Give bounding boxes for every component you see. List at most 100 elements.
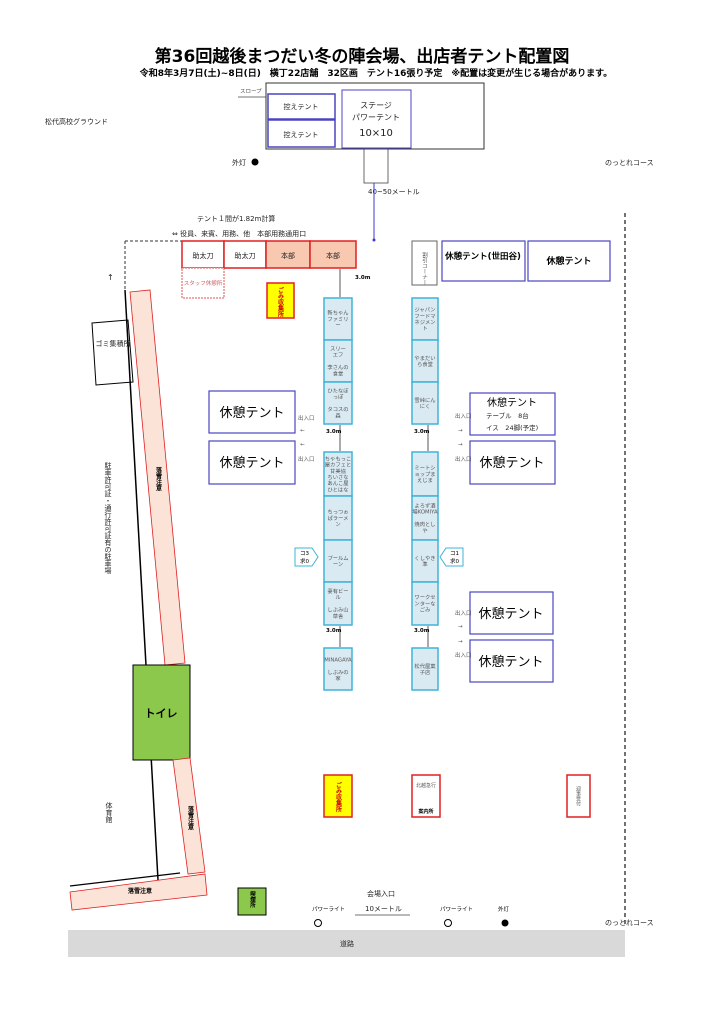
gym-label: 体育館: [105, 801, 113, 824]
stage-size-label: 10×10: [359, 128, 393, 139]
stall-name: ト: [422, 326, 427, 332]
page-subtitle: 令和8年3月7日(土)~8日(日) 横丁22店舗 32区画 テント16張り予定 …: [139, 67, 612, 79]
course-label-top: のっとれコース: [605, 159, 654, 167]
stall-name: 妻有ビー: [327, 587, 348, 595]
stage-tent: [341, 89, 412, 149]
spacing-label: 3.0m: [355, 275, 371, 281]
rest-tent-right-3: 休憩テント: [478, 606, 543, 622]
staff-entrance-note: ⇔ 役員、来賓、用務、他 本部用務通用口: [172, 229, 306, 238]
tent-unit-note: テント１間が1.82m計算: [197, 214, 275, 223]
rest-tent-top-right: 休憩テント: [545, 255, 591, 267]
cone-right-2: 求0: [450, 557, 460, 565]
discount-corner: 割引コーナー: [421, 251, 428, 285]
entrance-label: 出入口: [455, 412, 472, 420]
ten-meters-label: 10メートル: [365, 905, 402, 913]
stall-name: 草舎: [333, 612, 344, 620]
stall-name: ー: [335, 323, 340, 329]
stall-name: ら食堂: [417, 360, 433, 368]
arrow: →: [458, 639, 463, 645]
spacing-markers: [339, 269, 429, 647]
sukedachi-2: 助太刀: [235, 251, 256, 260]
north-arrow: ↑: [107, 273, 114, 282]
rest-tent-left-1: 休憩テント: [219, 405, 284, 421]
stall-name: MINAGAYA: [324, 658, 352, 664]
snow-warning-3: 落雪注意: [128, 887, 152, 895]
stall-name: えじま: [417, 477, 433, 484]
toilet: [132, 664, 191, 761]
stall-name: っぽ: [333, 393, 344, 401]
course-label-bottom: のっとれコース: [605, 919, 654, 927]
stall-name: ミートシ: [414, 466, 435, 472]
stall-name: ブールム: [327, 554, 348, 562]
garbage-collection-bottom: [323, 774, 353, 818]
stall-name: 焼肉とし: [414, 520, 435, 528]
stall-name: ョップま: [414, 471, 435, 478]
outdoor-light-label-bottom: 外灯: [498, 905, 510, 913]
power-light-icon: [444, 919, 452, 927]
rest-tent-right-2: 休憩テント: [479, 455, 544, 471]
stall-name: ひたなぼ: [327, 388, 349, 395]
stall-name: しぶみ山: [327, 606, 348, 614]
slope-label: スロープ: [240, 88, 262, 95]
stall-name: ひとはな: [327, 486, 348, 493]
stall-name: ル: [335, 595, 341, 601]
stall-name: スリー: [330, 346, 346, 353]
entrance-label: 出入口: [455, 609, 472, 617]
reserve-tent-2-label: 控えテント: [284, 130, 319, 139]
reserve-tent-2: [267, 119, 336, 148]
stall-name: タコスの: [327, 405, 348, 413]
spacing-label: 3.0m: [414, 429, 430, 435]
stall-name: ファミリ: [327, 316, 348, 323]
stall-name: ごみ: [420, 606, 431, 614]
reserve-tent-1-label: 控えテント: [284, 102, 319, 111]
stall-name: ちゃもっこ: [325, 455, 352, 462]
rest-tent-right-4: 休憩テント: [478, 654, 543, 670]
stage-label: ステージ: [360, 101, 392, 110]
stall-name: 準: [422, 560, 428, 568]
stall-name: ジャパン: [414, 307, 435, 314]
stall-name: 食堂: [333, 369, 344, 377]
stall-name: 李さんの: [327, 363, 348, 371]
rest-tent-right-1: 休憩テント: [487, 396, 537, 409]
stall-name: や: [422, 526, 427, 534]
stage-area: スロープ 控えテント 控えテント ステージ パワーテント 10×10 40~50…: [238, 82, 485, 242]
stall-name: ぱラーメ: [328, 515, 349, 522]
power-light-label-2: パワーライト: [440, 906, 473, 913]
stall-name: しぶみの: [327, 669, 348, 676]
stall-booth: [323, 647, 353, 691]
stall-name: 松代屋菓: [414, 662, 436, 670]
arrow: →: [458, 442, 463, 448]
stall-name: やまだい: [414, 354, 435, 362]
rest-tent-left-2: 休憩テント: [219, 455, 284, 471]
stall-name: 雪峠にん: [414, 396, 435, 404]
stall-name: ちいさな: [327, 474, 348, 481]
garbage-depot: ゴミ集積所: [96, 339, 131, 348]
spacing-label: 3.0m: [326, 628, 342, 634]
power-light-icon: [314, 919, 322, 927]
power-tent-label: パワーテント: [352, 113, 400, 122]
stall-booth: [323, 451, 353, 497]
stall-name: 森: [335, 411, 341, 419]
stall-name: ワークセ: [414, 594, 435, 601]
entrance-label: 出入口: [298, 414, 315, 422]
stall-booth: [411, 381, 439, 425]
entrance-label: 出入口: [455, 651, 472, 659]
stall-name: 子店: [420, 668, 431, 676]
stall-name: エフ: [333, 352, 344, 359]
garbage-collection-bottom-label: ごみ収集所: [335, 781, 343, 813]
arrow: →: [458, 428, 463, 434]
stall-name: あんこ屋: [327, 480, 348, 487]
outdoor-light-label: 外灯: [232, 158, 246, 167]
stall-name: フードマ: [414, 313, 435, 320]
stall-name: 甘美協: [330, 467, 347, 475]
table-note: テーブル 8台: [486, 411, 529, 420]
garbage-collection-top: [266, 282, 295, 319]
ground-label: 松代高校グラウンド: [45, 117, 108, 126]
outdoor-light-icon: [251, 158, 259, 166]
information-desk: 案内所: [417, 808, 433, 815]
reception-desk: 迎事受付: [575, 785, 581, 807]
smoking-area-label: 喫煙所: [249, 890, 256, 909]
cone-right-1: コ1: [450, 550, 459, 557]
chair-note: イス 24脚(予定): [486, 423, 538, 432]
